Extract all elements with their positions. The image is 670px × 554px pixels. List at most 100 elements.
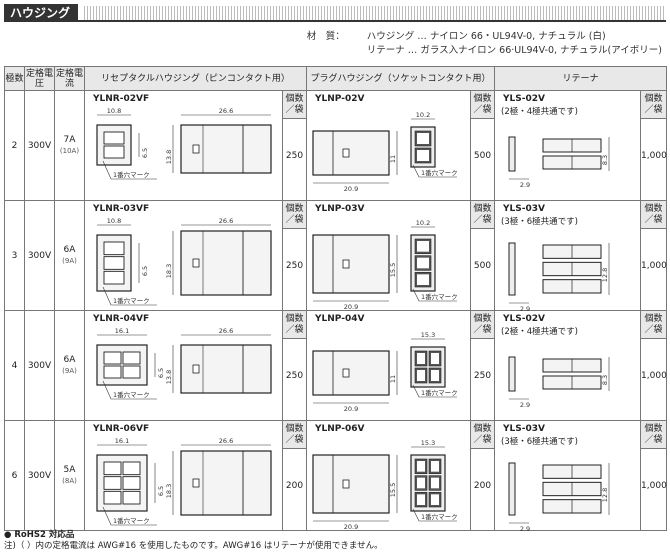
dimension-label: 26.6	[219, 217, 233, 225]
material-housing: ハウジング … ナイロン 66・UL94V-0, ナチュラル (白)	[366, 31, 606, 42]
dimension-label: 10.2	[416, 111, 430, 119]
dimension-label: 6.5	[141, 266, 149, 276]
dimension-label: 15.5	[389, 483, 397, 497]
plug-drawing: 20.9 11 10.2 1番穴マーク	[312, 111, 458, 193]
qty-header: 個数／袋	[471, 91, 495, 119]
housing-spec-table: 極数 定格電圧 定格電流 リセプタクルハウジング（ピンコンタクト用） プラグハウ…	[4, 66, 668, 531]
receptacle-part-number: YLNR-03VF	[93, 204, 150, 214]
qty-header: 個数／袋	[283, 311, 307, 339]
header-retainer: リテーナ	[494, 66, 668, 91]
title-stripe-decoration	[84, 6, 666, 20]
retainer-compat-note: (2極・4極共通です)	[501, 327, 578, 337]
dimension-label: 13.8	[165, 370, 173, 384]
qty-header: 個数／袋	[283, 91, 307, 119]
qty-header: 個数／袋	[641, 201, 667, 229]
dimension-label: 26.6	[219, 327, 233, 335]
qty-header: 個数／袋	[641, 91, 667, 119]
poles-cell: 4	[4, 310, 25, 421]
dimension-label: 6.5	[157, 486, 165, 496]
dimension-label: 11	[389, 155, 397, 163]
retainer-part-number: YLS-02V	[503, 94, 545, 104]
dimension-label: 13.8	[165, 150, 173, 164]
dimension-label: 10.8	[107, 217, 121, 225]
qty-header: 個数／袋	[283, 201, 307, 229]
pin1-mark-label: 1番穴マーク	[113, 516, 150, 525]
retainer-part-number: YLS-02V	[503, 314, 545, 324]
dimension-label: 2.9	[520, 181, 530, 189]
section-title: ハウジング	[4, 4, 79, 22]
receptacle-part-number: YLNR-02VF	[93, 94, 150, 104]
qty-header: 個数／袋	[283, 421, 307, 449]
pin1-mark-label: 1番穴マーク	[421, 512, 458, 521]
pin1-mark-label: 1番穴マーク	[113, 390, 150, 399]
header-receptacle: リセプタクルハウジング（ピンコンタクト用）	[83, 66, 308, 91]
dimension-label: 8.3	[601, 155, 609, 165]
poles-cell: 6	[4, 420, 25, 531]
pin1-mark-label: 1番穴マーク	[421, 292, 458, 301]
dimension-label: 2.9	[520, 401, 530, 409]
pin1-mark-label: 1番穴マーク	[421, 388, 458, 397]
retainer-qty-cell: 個数／袋 1,000	[640, 200, 668, 311]
current-value: 7A	[63, 134, 76, 145]
dimension-label: 20.9	[344, 523, 358, 531]
dimension-label: 15.3	[421, 331, 435, 339]
current-cell: 6A(9A)	[54, 310, 85, 421]
retainer-compat-note: (3極・6極共通です)	[501, 437, 578, 447]
current-awg16-value: (10A)	[59, 146, 80, 155]
dimension-label: 10.8	[107, 107, 121, 115]
dimension-label: 16.1	[115, 327, 129, 335]
retainer-drawing: 2.98.3	[508, 356, 610, 409]
voltage-cell: 300V	[24, 420, 55, 531]
header-plug: プラグハウジング（ソケットコンタクト用）	[306, 66, 496, 91]
receptacle-qty: 250	[285, 151, 304, 161]
material-label: 材 質：	[306, 31, 345, 42]
current-cell: 5A(8A)	[54, 420, 85, 531]
plug-part-number: YLNP-06V	[315, 424, 365, 434]
dimension-label: 15.5	[389, 263, 397, 277]
receptacle-qty: 200	[285, 481, 304, 491]
pin1-mark-label: 1番穴マーク	[113, 296, 150, 305]
voltage-cell: 300V	[24, 90, 55, 201]
retainer-qty-cell: 個数／袋 1,000	[640, 90, 668, 201]
dimension-label: 26.6	[219, 107, 233, 115]
table-header-row: 極数 定格電圧 定格電流 リセプタクルハウジング（ピンコンタクト用） プラグハウ…	[4, 66, 668, 91]
retainer-drawing: 2.912.8	[508, 242, 610, 311]
dimension-label: 20.9	[344, 185, 358, 193]
retainer-qty: 1,000	[641, 261, 667, 271]
current-awg16-value: (9A)	[62, 366, 77, 375]
receptacle-qty: 250	[285, 261, 304, 271]
dimension-label: 2.9	[520, 305, 530, 311]
current-value: 6A	[63, 244, 76, 255]
qty-header: 個数／袋	[471, 201, 495, 229]
pin1-mark-label: 1番穴マーク	[421, 168, 458, 177]
current-awg16-value: (9A)	[62, 256, 77, 265]
header-rated-voltage: 定格電圧	[24, 66, 55, 91]
retainer-qty: 1,000	[641, 151, 667, 161]
receptacle-part-number: YLNR-04VF	[93, 314, 150, 324]
poles-cell: 2	[4, 90, 25, 201]
plug-part-number: YLNP-04V	[315, 314, 365, 324]
current-cell: 6A(9A)	[54, 200, 85, 311]
